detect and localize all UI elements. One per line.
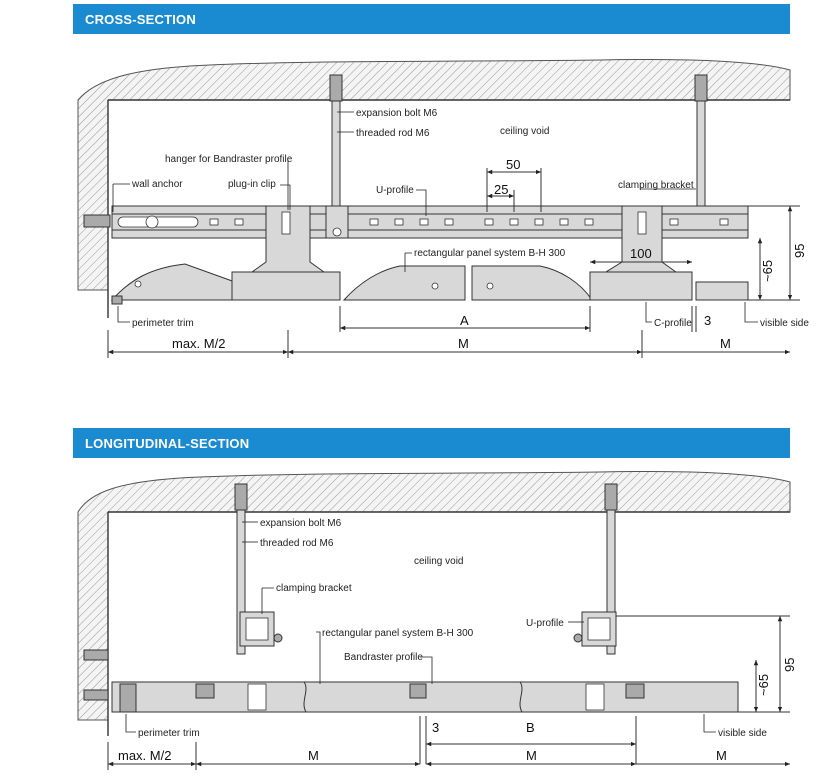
longitudinal-section-drawing: expansion bolt M6 threaded rod M6 ceilin… <box>77 471 797 770</box>
cross-panel-edge <box>110 263 236 301</box>
cross-dim-95: 95 <box>792 244 807 258</box>
cross-dim-m-2: M <box>720 336 731 351</box>
long-expansion-bolt-left <box>234 483 248 511</box>
cross-label-expansion-bolt: expansion bolt M6 <box>356 108 438 119</box>
cross-section-header: CROSS-SECTION <box>73 4 790 34</box>
cross-label-perimeter-trim: perimeter trim <box>132 318 194 329</box>
cross-dim-100: 100 <box>630 246 652 261</box>
cross-wall-anchor <box>83 214 111 228</box>
long-perimeter-trim <box>119 683 137 713</box>
cross-label-plug-in-clip: plug-in clip <box>228 179 276 190</box>
long-bandraster-profile <box>409 683 427 699</box>
long-wall-anchor <box>83 689 109 701</box>
long-label-expansion-bolt: expansion bolt M6 <box>260 518 342 529</box>
cross-label-ceiling-void: ceiling void <box>500 126 549 137</box>
cross-section-drawing: expansion bolt M6 threaded rod M6 ceilin… <box>77 59 809 358</box>
cross-perimeter-trim <box>111 295 123 305</box>
cross-panel-1 <box>342 265 466 301</box>
cross-plug-in-clip <box>281 211 291 235</box>
cross-dim-max-m2: max. M/2 <box>172 336 225 351</box>
cross-dim-3: 3 <box>704 313 711 328</box>
cross-label-u-profile: U-profile <box>376 185 414 196</box>
cross-panel-carrier-right <box>589 271 693 301</box>
long-label-threaded-rod: threaded rod M6 <box>260 538 334 549</box>
long-dim-m-3: M <box>716 748 727 763</box>
cross-dim-a: A <box>460 313 469 328</box>
long-label-perimeter-trim: perimeter trim <box>138 728 200 739</box>
cross-label-clamping-bracket: clamping bracket <box>618 180 694 191</box>
long-label-visible-side: visible side <box>718 728 767 739</box>
long-label-u-profile: U-profile <box>526 618 564 629</box>
cross-ceiling-slab <box>77 59 791 291</box>
long-label-clamping-bracket: clamping bracket <box>276 583 352 594</box>
cross-dim-m-1: M <box>458 336 469 351</box>
cross-u-profile-slots <box>209 218 729 226</box>
longitudinal-section-header: LONGITUDINAL-SECTION <box>73 428 790 458</box>
longitudinal-section-title: LONGITUDINAL-SECTION <box>85 436 250 451</box>
cross-label-visible-side: visible side <box>760 318 809 329</box>
long-dim-max-m2: max. M/2 <box>118 748 171 763</box>
long-dim-95: 95 <box>782 658 797 672</box>
cross-dim-65: ~65 <box>760 260 775 282</box>
cross-expansion-bolt-left <box>329 74 343 102</box>
cross-section-title: CROSS-SECTION <box>85 12 196 27</box>
cross-label-threaded-rod: threaded rod M6 <box>356 128 430 139</box>
cross-label-panel-system: rectangular panel system B-H 300 <box>414 248 566 259</box>
long-dim-b: B <box>526 720 535 735</box>
cross-rod-clamp <box>325 205 349 239</box>
long-label-panel-system: rectangular panel system B-H 300 <box>322 628 474 639</box>
long-dim-65: ~65 <box>756 674 771 696</box>
long-label-bandraster-profile: Bandraster profile <box>344 652 423 663</box>
cross-label-c-profile: C-profile <box>654 318 692 329</box>
long-dim-m-2: M <box>526 748 537 763</box>
cross-dim-25: 25 <box>494 182 508 197</box>
cross-dim-50: 50 <box>506 157 520 172</box>
long-dim-m-1: M <box>308 748 319 763</box>
cross-panel-3 <box>695 281 749 301</box>
long-ceiling-slab <box>77 471 791 721</box>
long-dim-3: 3 <box>432 720 439 735</box>
long-label-ceiling-void: ceiling void <box>414 556 463 567</box>
cross-label-hanger: hanger for Bandraster profile <box>165 154 293 165</box>
long-expansion-bolt-right <box>604 483 618 511</box>
cross-label-wall-anchor: wall anchor <box>131 179 183 190</box>
cross-expansion-bolt-right <box>694 74 708 102</box>
cross-panel-carrier-left <box>231 271 341 301</box>
